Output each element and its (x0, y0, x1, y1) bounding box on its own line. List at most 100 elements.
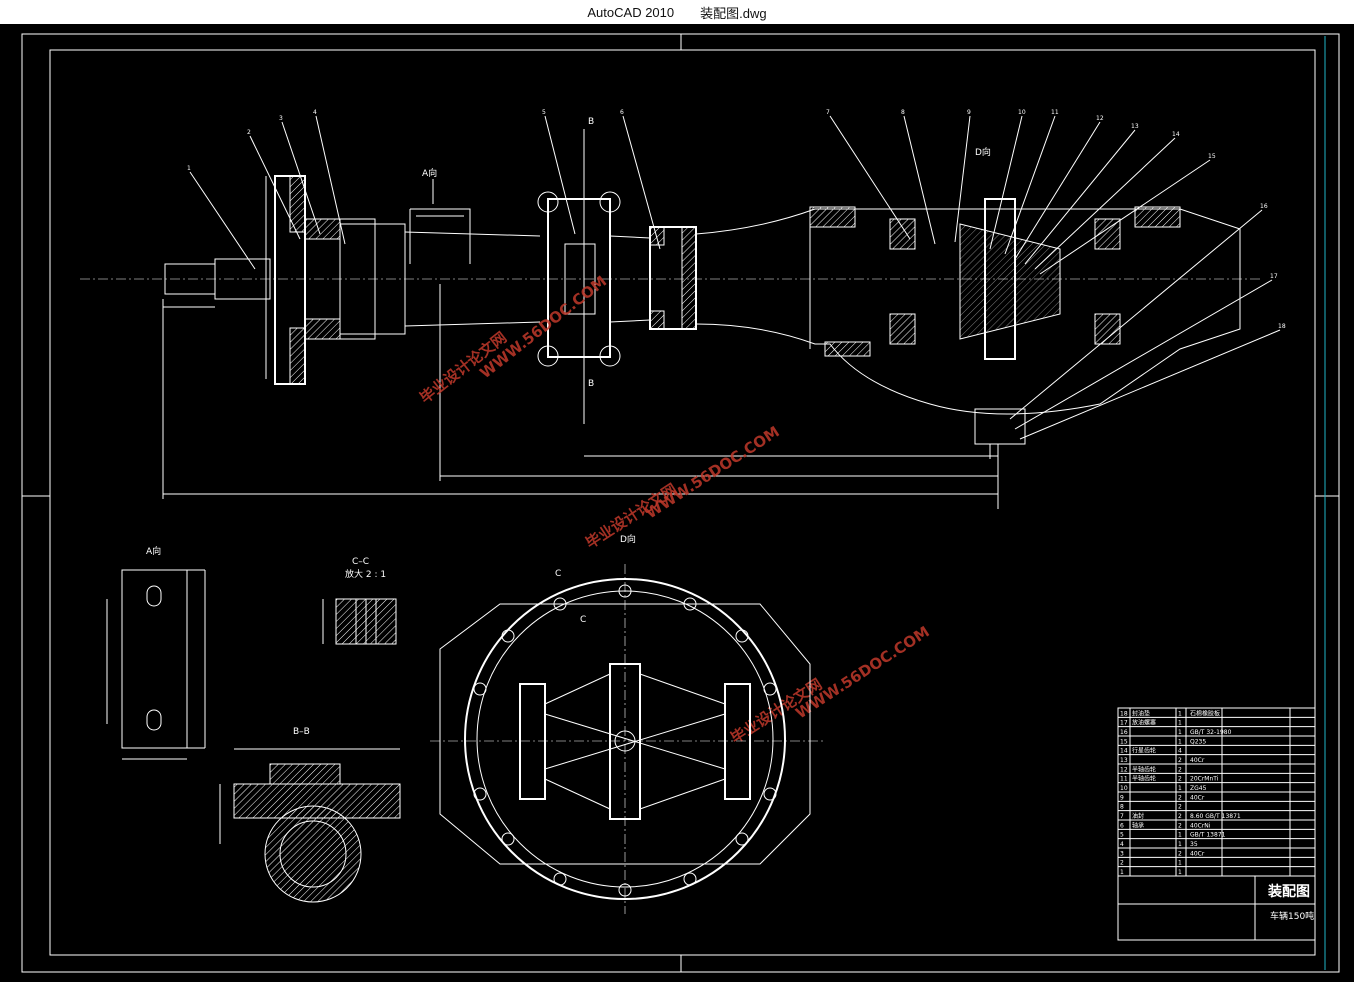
title-block-cell: 1 (1178, 841, 1182, 848)
watermark-site-2: WWW.56DOC.COM (642, 423, 782, 523)
section-cc-title: C–C (352, 557, 369, 567)
dimension-lines (162, 176, 999, 509)
title-block-cell: 3 (1120, 850, 1124, 857)
balloon-14: 14 (1172, 131, 1180, 138)
window-titlebar: AutoCAD 2010 装配图.dwg (0, 0, 1354, 25)
title-block-cell: 15 (1120, 738, 1128, 745)
title-block-cell: 2 (1178, 766, 1182, 773)
watermark-site-3: WWW.56DOC.COM (792, 623, 932, 723)
title-block-cell: 1 (1178, 729, 1182, 736)
view-a-detail: A向 (106, 545, 206, 760)
balloon-12: 12 (1096, 115, 1104, 122)
title-block-cell: 40Cr (1190, 757, 1205, 764)
title-block-cell: 7 (1120, 813, 1124, 820)
view-marks: A向 B B D向 (422, 117, 991, 424)
drawing-subtitle: 车辆150吨 (1270, 910, 1314, 922)
title-block-cell: 石棉橡胶板 (1190, 709, 1220, 717)
balloon-5: 5 (542, 109, 546, 116)
balloon-13: 13 (1131, 123, 1139, 130)
view-d-title: D向 (620, 533, 636, 545)
balloon-16: 16 (1260, 203, 1268, 210)
cad-drawing[interactable]: 1 2 3 4 5 6 7 8 9 10 11 12 13 14 15 16 1… (0, 24, 1354, 982)
title-block-cell: 2 (1178, 757, 1182, 764)
watermark-site-1: WWW.56DOC.COM (476, 272, 610, 382)
title-block-cell: 半轴齿轮 (1132, 765, 1156, 773)
title-block-cell: 1 (1178, 860, 1182, 867)
view-a-mark: A向 (422, 167, 437, 179)
title-block-cell: 40CrNi (1190, 822, 1211, 829)
title-block-cell: 2 (1178, 794, 1182, 801)
title-block-cell: Q235 (1190, 738, 1206, 745)
file-title: 装配图.dwg (700, 5, 767, 21)
section-c-mark-2: C (580, 615, 586, 625)
balloon-18: 18 (1278, 323, 1286, 330)
balloon-4: 4 (313, 109, 317, 116)
axle-housing (537, 191, 1241, 459)
title-block-cell: 1 (1178, 832, 1182, 839)
section-b-mark-top: B (588, 117, 594, 127)
title-block-cell: 半轴齿轮 (1132, 775, 1156, 783)
balloon-7: 7 (826, 109, 830, 116)
title-block-cell: 1 (1178, 785, 1182, 792)
balloon-8: 8 (901, 109, 905, 116)
title-block-cell: 20CrMnTi (1190, 776, 1219, 783)
title-block-cell: 2 (1178, 804, 1182, 811)
title-block-cell: ZG45 (1190, 785, 1207, 792)
title-block-cell: 10 (1120, 785, 1128, 792)
title-block-cell: 5 (1120, 832, 1124, 839)
balloon-1: 1 (187, 165, 191, 172)
title-block-cell: 1 (1178, 720, 1182, 727)
title-block-cell: 2 (1178, 822, 1182, 829)
title-block-cell: 6 (1120, 822, 1124, 829)
balloon-9: 9 (967, 109, 971, 116)
title-block-cell: 2 (1178, 850, 1182, 857)
title-block-cell: 1 (1178, 738, 1182, 745)
half-shaft-assembly (164, 175, 541, 385)
title-block-cell: GB/T 13871 (1190, 832, 1226, 839)
app-title: AutoCAD 2010 (587, 4, 675, 20)
title-block-cell: 40Cr (1190, 850, 1205, 857)
balloon-6: 6 (620, 109, 624, 116)
title-block-cell: 2 (1178, 813, 1182, 820)
part-balloons: 1 2 3 4 5 6 7 8 9 10 11 12 13 14 15 16 1… (187, 109, 1286, 440)
balloon-15: 15 (1208, 153, 1216, 160)
section-bb-title: B–B (293, 727, 310, 737)
title-block-cell: GB/T 32-1980 (1190, 729, 1232, 736)
drawing-name: 装配图 (1267, 883, 1310, 900)
title-block-cell: 14 (1120, 748, 1128, 755)
section-b-mark-bottom: B (588, 379, 594, 389)
title-block-cell: 封油垫 (1132, 709, 1150, 717)
title-block-cell: 1 (1178, 710, 1182, 717)
balloon-3: 3 (279, 115, 283, 122)
balloon-11: 11 (1051, 109, 1059, 116)
view-d-mark: D向 (975, 146, 991, 158)
title-block-cell: 放油螺塞 (1132, 719, 1156, 727)
title-block-cell: 2 (1120, 860, 1124, 867)
title-block-cell: 2 (1178, 776, 1182, 783)
title-block-cell: 油封 (1132, 812, 1144, 820)
inner-border (49, 49, 1316, 956)
section-bb: B–B (219, 727, 401, 903)
section-cc-scale: 放大 2 : 1 (345, 568, 386, 580)
balloon-17: 17 (1270, 273, 1278, 280)
section-c-mark-1: C (555, 569, 561, 579)
drawing-canvas[interactable]: 1 2 3 4 5 6 7 8 9 10 11 12 13 14 15 16 1… (0, 24, 1354, 982)
border-ticks (22, 34, 1339, 972)
title-block-cell: 12 (1120, 766, 1128, 773)
title-block-cell: 9 (1120, 794, 1124, 801)
view-d-detail: D向 C C (430, 533, 825, 914)
title-block-cell: 4 (1178, 748, 1182, 755)
title-block-cell: 35 (1190, 841, 1198, 848)
balloon-10: 10 (1018, 109, 1026, 116)
title-block-cell: 行星齿轮 (1132, 747, 1156, 755)
section-cc: C–C 放大 2 : 1 (322, 557, 397, 645)
title-block-cell: 17 (1120, 720, 1128, 727)
title-block-cell: 1 (1178, 869, 1182, 876)
title-block-cell: 18 (1120, 710, 1128, 717)
title-block-cell: 8 (1120, 804, 1124, 811)
title-block-cell: 11 (1120, 776, 1128, 783)
title-block-cell: 1 (1120, 869, 1124, 876)
view-a-title: A向 (146, 545, 161, 557)
title-block-cell: 4 (1120, 841, 1124, 848)
